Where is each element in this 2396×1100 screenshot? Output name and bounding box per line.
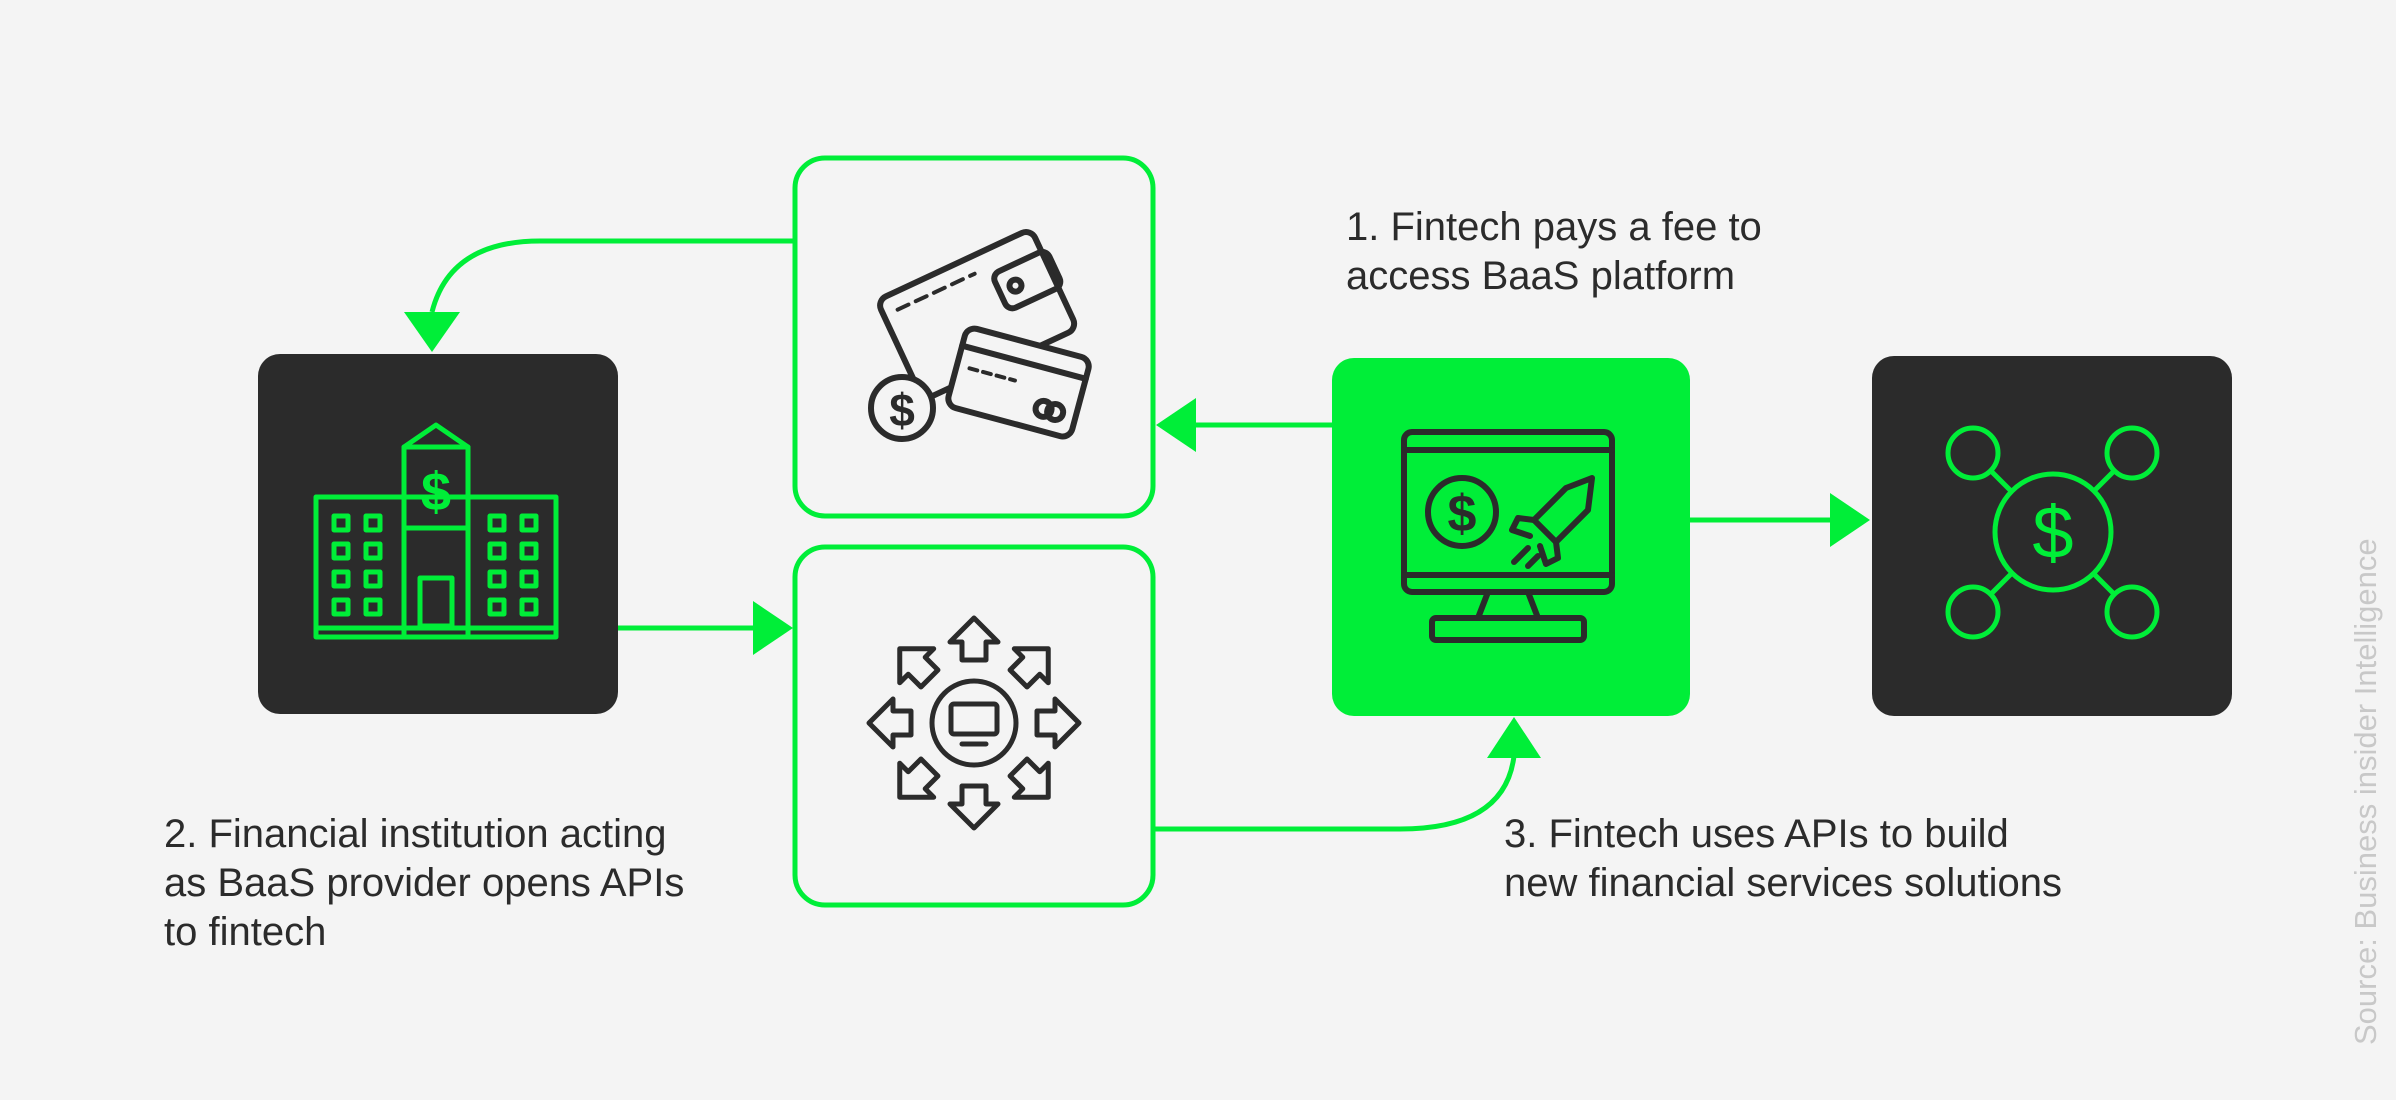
node-api-distribution — [792, 544, 1156, 908]
arrowhead-into-bank — [404, 312, 460, 352]
connector-api-to-fintech — [1155, 755, 1517, 832]
network-dollar-sign-icon: $ — [2032, 491, 2073, 574]
fintech-dollar-sign-icon: $ — [1448, 485, 1477, 543]
bank-building-dollar-icon — [313, 422, 559, 640]
wallet-card-coin-icon — [868, 229, 1092, 442]
bank-dollar-sign-icon: $ — [421, 462, 451, 522]
dollar-network-icon — [1945, 425, 2160, 640]
step-3-label: 3. Fintech uses APIs to build new financ… — [1504, 812, 2063, 905]
node-financial-services-network: $ — [1872, 356, 2232, 716]
step-2-label: 2. Financial institution acting as BaaS … — [164, 812, 685, 954]
arrowheads — [404, 312, 1870, 758]
node-financial-services-network-box — [1872, 356, 2232, 716]
arrowhead-into-fee — [1156, 398, 1196, 452]
step-1-label: 1. Fintech pays a fee to access BaaS pla… — [1346, 205, 1762, 298]
node-fintech: $ — [1332, 358, 1690, 716]
node-fee-payment: $ — [792, 155, 1156, 519]
coin-dollar-sign-icon: $ — [889, 384, 915, 436]
monitor-dollar-rocket-icon — [1401, 429, 1615, 643]
source-credit: Source: Business insider Intelligence — [2348, 538, 2383, 1045]
node-api-distribution-box — [792, 544, 1156, 908]
arrowhead-into-api — [753, 601, 793, 655]
connectors — [429, 238, 1830, 832]
node-financial-institution-box — [258, 354, 618, 714]
arrowhead-into-network — [1830, 493, 1870, 547]
monitor-arrows-outward-icon — [866, 615, 1082, 831]
node-fintech-box — [1332, 358, 1690, 716]
connector-fee-to-bank — [429, 238, 795, 313]
node-financial-institution: $ — [258, 354, 618, 714]
arrowhead-into-fintech — [1487, 717, 1541, 758]
